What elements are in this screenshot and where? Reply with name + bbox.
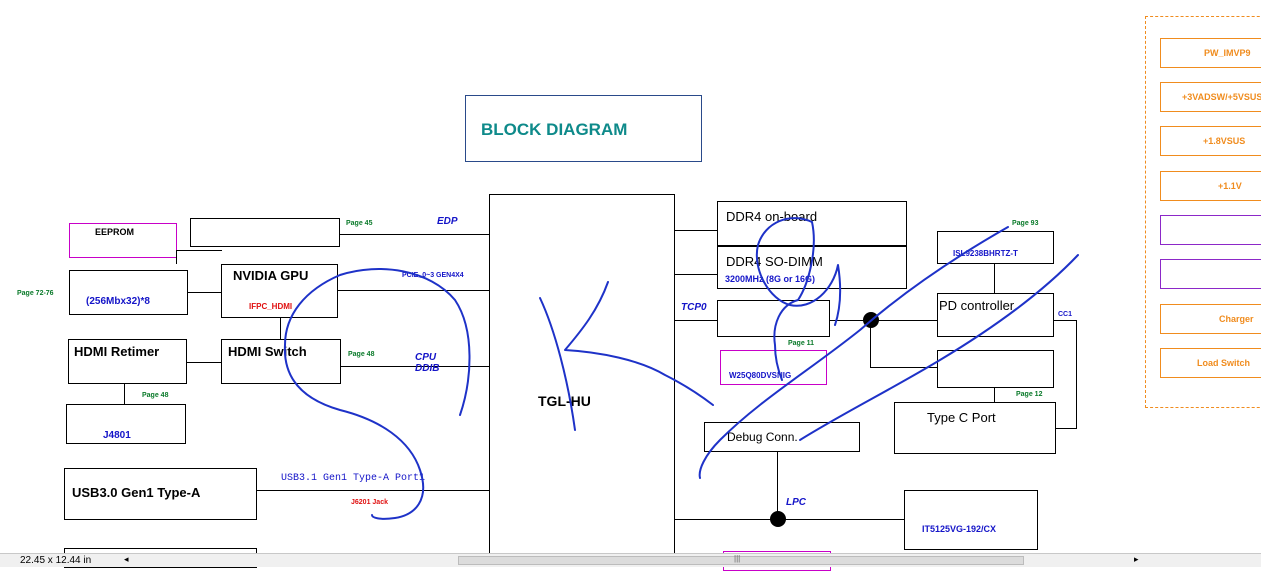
page-ref-93: Page 93 bbox=[1012, 220, 1039, 227]
cc1-v bbox=[1076, 320, 1077, 428]
page-ref-45: Page 45 bbox=[346, 220, 373, 227]
horizontal-scrollbar-thumb[interactable] bbox=[458, 556, 1024, 565]
power-rail-7 bbox=[1160, 348, 1261, 378]
hdmi-connector-label: J4801 bbox=[103, 430, 131, 441]
hdmi-retimer-block bbox=[68, 339, 187, 384]
power-rail-3-label: +1.1V bbox=[1218, 181, 1242, 191]
power-rail-0-label: PW_IMVP9 bbox=[1204, 48, 1251, 58]
debug-lpc-line bbox=[777, 452, 778, 519]
edp-label: EDP bbox=[437, 216, 458, 227]
hdmi-retimer-label: HDMI Retimer bbox=[74, 344, 160, 359]
page-ref-11: Page 11 bbox=[788, 340, 815, 347]
isl-label: ISL9238BHRTZ-T bbox=[953, 249, 1018, 258]
scrollbar-grip-icon: ||| bbox=[734, 554, 741, 563]
power-rail-2 bbox=[1160, 126, 1261, 156]
ec-block bbox=[904, 490, 1038, 550]
vram-block bbox=[69, 270, 188, 315]
gpu-sub-label: IFPC_HDMI bbox=[249, 302, 293, 311]
junction-dot-tcp bbox=[863, 312, 879, 328]
ddr-onboard-line bbox=[675, 230, 717, 231]
node-aux-hline bbox=[870, 367, 937, 368]
spi-flash-label: W25Q80DVSNIG bbox=[729, 371, 792, 380]
pcie-label: PCIE_0~3 GEN4X4 bbox=[402, 272, 464, 279]
power-rail-7-label: Load Switch bbox=[1197, 358, 1251, 368]
power-rail-0 bbox=[1160, 38, 1261, 68]
pcie-bus-line bbox=[338, 290, 489, 291]
page-size-readout: 22.45 x 12.44 in bbox=[20, 555, 92, 566]
isl-pd-line bbox=[994, 264, 995, 293]
scroll-right-arrow-icon[interactable]: ▸ bbox=[1134, 554, 1139, 564]
debug-label: Debug Conn. bbox=[727, 430, 798, 444]
soc-label: TGL-HU bbox=[538, 393, 591, 409]
tcp-line bbox=[675, 320, 717, 321]
page-ref-72-76: Page 72-76 bbox=[17, 290, 54, 297]
lpc-label: LPC bbox=[786, 497, 806, 508]
isl-block bbox=[937, 231, 1054, 264]
page-ref-48-switch: Page 48 bbox=[348, 351, 375, 358]
ddr4-sodimm-label: DDR4 SO-DIMM bbox=[726, 254, 823, 269]
usb30-block bbox=[64, 468, 257, 520]
ddr-sodimm-line bbox=[675, 274, 717, 275]
cc1-h1 bbox=[1054, 320, 1076, 321]
power-rail-6-label: Charger bbox=[1219, 314, 1254, 324]
ddr4-onboard-label: DDR4 on-board bbox=[726, 209, 818, 224]
junction-dot-lpc bbox=[770, 511, 786, 527]
ec-label: IT5125VG-192/CX bbox=[922, 524, 997, 534]
edp-block bbox=[190, 218, 340, 247]
power-rail-1 bbox=[1160, 82, 1261, 112]
retimer-conn-line bbox=[124, 384, 125, 404]
typec-label: Type C Port bbox=[927, 410, 996, 425]
usb31-label: USB3.1 Gen1 Type-A Port1 bbox=[281, 473, 426, 484]
usb31-jack-label: J6201 Jack bbox=[351, 499, 388, 506]
ddib-label: DDIB bbox=[415, 363, 440, 374]
gpu-switch-line bbox=[280, 318, 281, 339]
power-rail-5 bbox=[1160, 259, 1261, 289]
cc1-h2 bbox=[1056, 428, 1077, 429]
hdmi-switch-label: HDMI Switch bbox=[228, 344, 307, 359]
eeprom-gpu-line bbox=[176, 250, 177, 264]
vram-gpu-line bbox=[188, 292, 221, 293]
tcp-block bbox=[717, 300, 830, 337]
lpc-line bbox=[675, 519, 904, 520]
power-rail-2-label: +1.8VSUS bbox=[1203, 136, 1246, 146]
ddr4-speed-label: 3200MHz (8G or 16G) bbox=[725, 274, 816, 284]
pd-controller-label: PD controller bbox=[939, 298, 1015, 313]
usb31-bus-line bbox=[257, 490, 489, 491]
scroll-left-arrow-icon[interactable]: ◂ bbox=[124, 554, 129, 564]
page-title: BLOCK DIAGRAM bbox=[481, 120, 628, 139]
cc1-label: CC1 bbox=[1058, 311, 1073, 318]
aux-typec-line bbox=[994, 388, 995, 402]
eeprom-label: EEPROM bbox=[95, 227, 135, 237]
power-rail-6 bbox=[1160, 304, 1261, 334]
power-rail-4 bbox=[1160, 215, 1261, 245]
edp-bus-line bbox=[340, 234, 489, 235]
cpu-label: CPU bbox=[415, 352, 437, 363]
power-rail-panel bbox=[1145, 16, 1261, 408]
vram-label: (256Mbx32)*8 bbox=[86, 296, 150, 307]
aux-block bbox=[937, 350, 1054, 388]
status-bar: 22.45 x 12.44 in ◂ ||| ▸ bbox=[0, 553, 1261, 567]
eeprom-block bbox=[69, 223, 177, 258]
hdmi-connector-block bbox=[66, 404, 186, 444]
soc-block bbox=[489, 194, 675, 564]
retimer-switch-line bbox=[187, 362, 221, 363]
usb30-label: USB3.0 Gen1 Type-A bbox=[72, 485, 201, 500]
tcp0-label: TCP0 bbox=[681, 302, 707, 313]
gpu-label: NVIDIA GPU bbox=[233, 268, 309, 283]
title-frame bbox=[465, 95, 702, 162]
eeprom-gpu-line-h bbox=[176, 250, 222, 251]
page-ref-12: Page 12 bbox=[1016, 391, 1043, 398]
power-rail-1-label: +3VADSW/+5VSUS bbox=[1182, 92, 1261, 102]
page-ref-48-retimer: Page 48 bbox=[142, 392, 169, 399]
power-rail-3 bbox=[1160, 171, 1261, 201]
tcp-pd-line bbox=[830, 320, 937, 321]
